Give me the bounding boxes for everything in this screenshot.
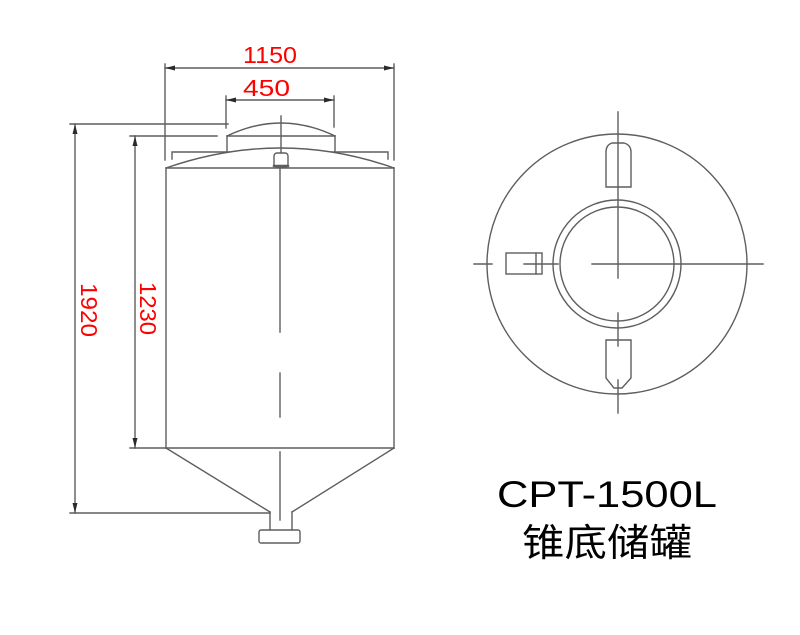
- product-name-label: 锥底储罐: [522, 521, 692, 565]
- arrowhead-top-icon: [72, 124, 78, 134]
- outlet-flange: [258, 529, 301, 544]
- arrowhead-top-icon: [132, 136, 138, 146]
- arrowhead-right-icon: [384, 65, 394, 71]
- dimension-overall-height: 1920: [69, 123, 271, 514]
- arrowhead-left-icon: [226, 97, 236, 103]
- dimension-body-height: 1230: [129, 135, 218, 449]
- side-fitting: [505, 252, 543, 275]
- dimension-lid-diameter: 450: [225, 75, 335, 129]
- front-view: 1150 450 1920 1230: [69, 42, 395, 544]
- dimension-overall-diameter: 1150: [164, 42, 395, 161]
- model-label: CPT-1500L: [497, 474, 717, 515]
- dimension-label-1920: 1920: [76, 283, 102, 337]
- top-slot: [605, 142, 632, 188]
- arrowhead-bottom-icon: [132, 438, 138, 448]
- dimension-label-450: 450: [243, 75, 290, 101]
- bottom-slot: [605, 339, 632, 389]
- arrowhead-left-icon: [165, 65, 175, 71]
- dimension-label-1230: 1230: [135, 282, 161, 335]
- dimension-label-1150: 1150: [243, 42, 297, 68]
- cone-right: [291, 447, 395, 513]
- arrowhead-right-icon: [324, 97, 334, 103]
- arrowhead-bottom-icon: [72, 503, 78, 513]
- cone-left: [165, 447, 271, 513]
- tank-outline: [165, 115, 395, 544]
- title-block: CPT-1500L 锥底储罐: [497, 474, 717, 565]
- top-view: [473, 111, 764, 414]
